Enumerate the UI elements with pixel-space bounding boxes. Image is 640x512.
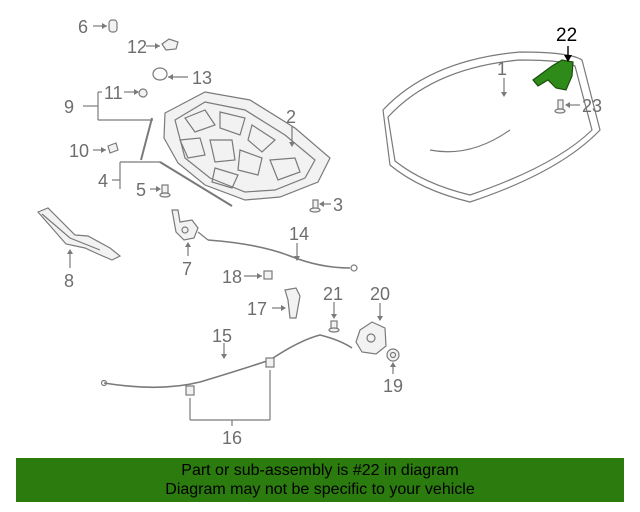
parts-diagram: 6 12 13 9 11 10	[36, 17, 602, 448]
callout-16[interactable]: 16	[222, 428, 242, 448]
callout-19[interactable]: 19	[383, 376, 403, 396]
banner-line-disclaimer: Diagram may not be specific to your vehi…	[165, 481, 475, 498]
callout-13[interactable]: 13	[192, 68, 212, 88]
part-21: 21	[323, 284, 343, 333]
callout-3[interactable]: 3	[333, 195, 343, 215]
callout-2[interactable]: 2	[286, 107, 296, 127]
callout-14[interactable]: 14	[289, 224, 309, 244]
callout-7[interactable]: 7	[182, 259, 192, 279]
callout-18[interactable]: 18	[222, 267, 242, 287]
part-22-highlighted[interactable]: 22	[532, 25, 577, 91]
part-7: 7	[171, 209, 209, 279]
part-15: 15	[100, 326, 353, 389]
part-16: 16	[185, 357, 275, 448]
part-13: 13	[152, 67, 212, 88]
callout-4[interactable]: 4	[98, 171, 108, 191]
callout-12[interactable]: 12	[127, 37, 147, 57]
part-17: 17	[247, 287, 301, 319]
part-2-insulator: 2	[163, 91, 331, 201]
callout-22[interactable]: 22	[556, 25, 577, 46]
part-23: 23	[554, 96, 602, 116]
callout-9[interactable]: 9	[64, 97, 74, 117]
callout-8[interactable]: 8	[64, 271, 74, 291]
callout-15[interactable]: 15	[212, 326, 232, 346]
part-info-banner: Part or sub-assembly is #22 in diagram D…	[16, 458, 624, 502]
banner-line-part: Part or sub-assembly is #22 in diagram	[181, 462, 459, 479]
callout-5[interactable]: 5	[136, 180, 146, 200]
part-12: 12	[127, 37, 179, 57]
callout-11[interactable]: 11	[104, 83, 123, 103]
part-4-5: 4 5	[98, 161, 233, 207]
callout-10[interactable]: 10	[69, 141, 89, 161]
part-19: 19	[383, 348, 403, 396]
callout-21[interactable]: 21	[323, 284, 343, 304]
part-14: 14	[207, 224, 358, 272]
part-10: 10	[69, 141, 119, 161]
part-6: 6	[78, 17, 118, 37]
part-1-hood: 1	[382, 51, 601, 203]
part-3: 3	[309, 195, 343, 215]
callout-23[interactable]: 23	[582, 96, 602, 116]
callout-6[interactable]: 6	[78, 17, 88, 37]
callout-1[interactable]: 1	[497, 59, 507, 79]
part-20: 20	[355, 284, 390, 355]
callout-20[interactable]: 20	[370, 284, 390, 304]
part-9-11: 9 11	[64, 83, 153, 161]
part-18: 18	[222, 267, 273, 287]
callout-17[interactable]: 17	[247, 299, 267, 319]
part-8: 8	[36, 207, 122, 291]
